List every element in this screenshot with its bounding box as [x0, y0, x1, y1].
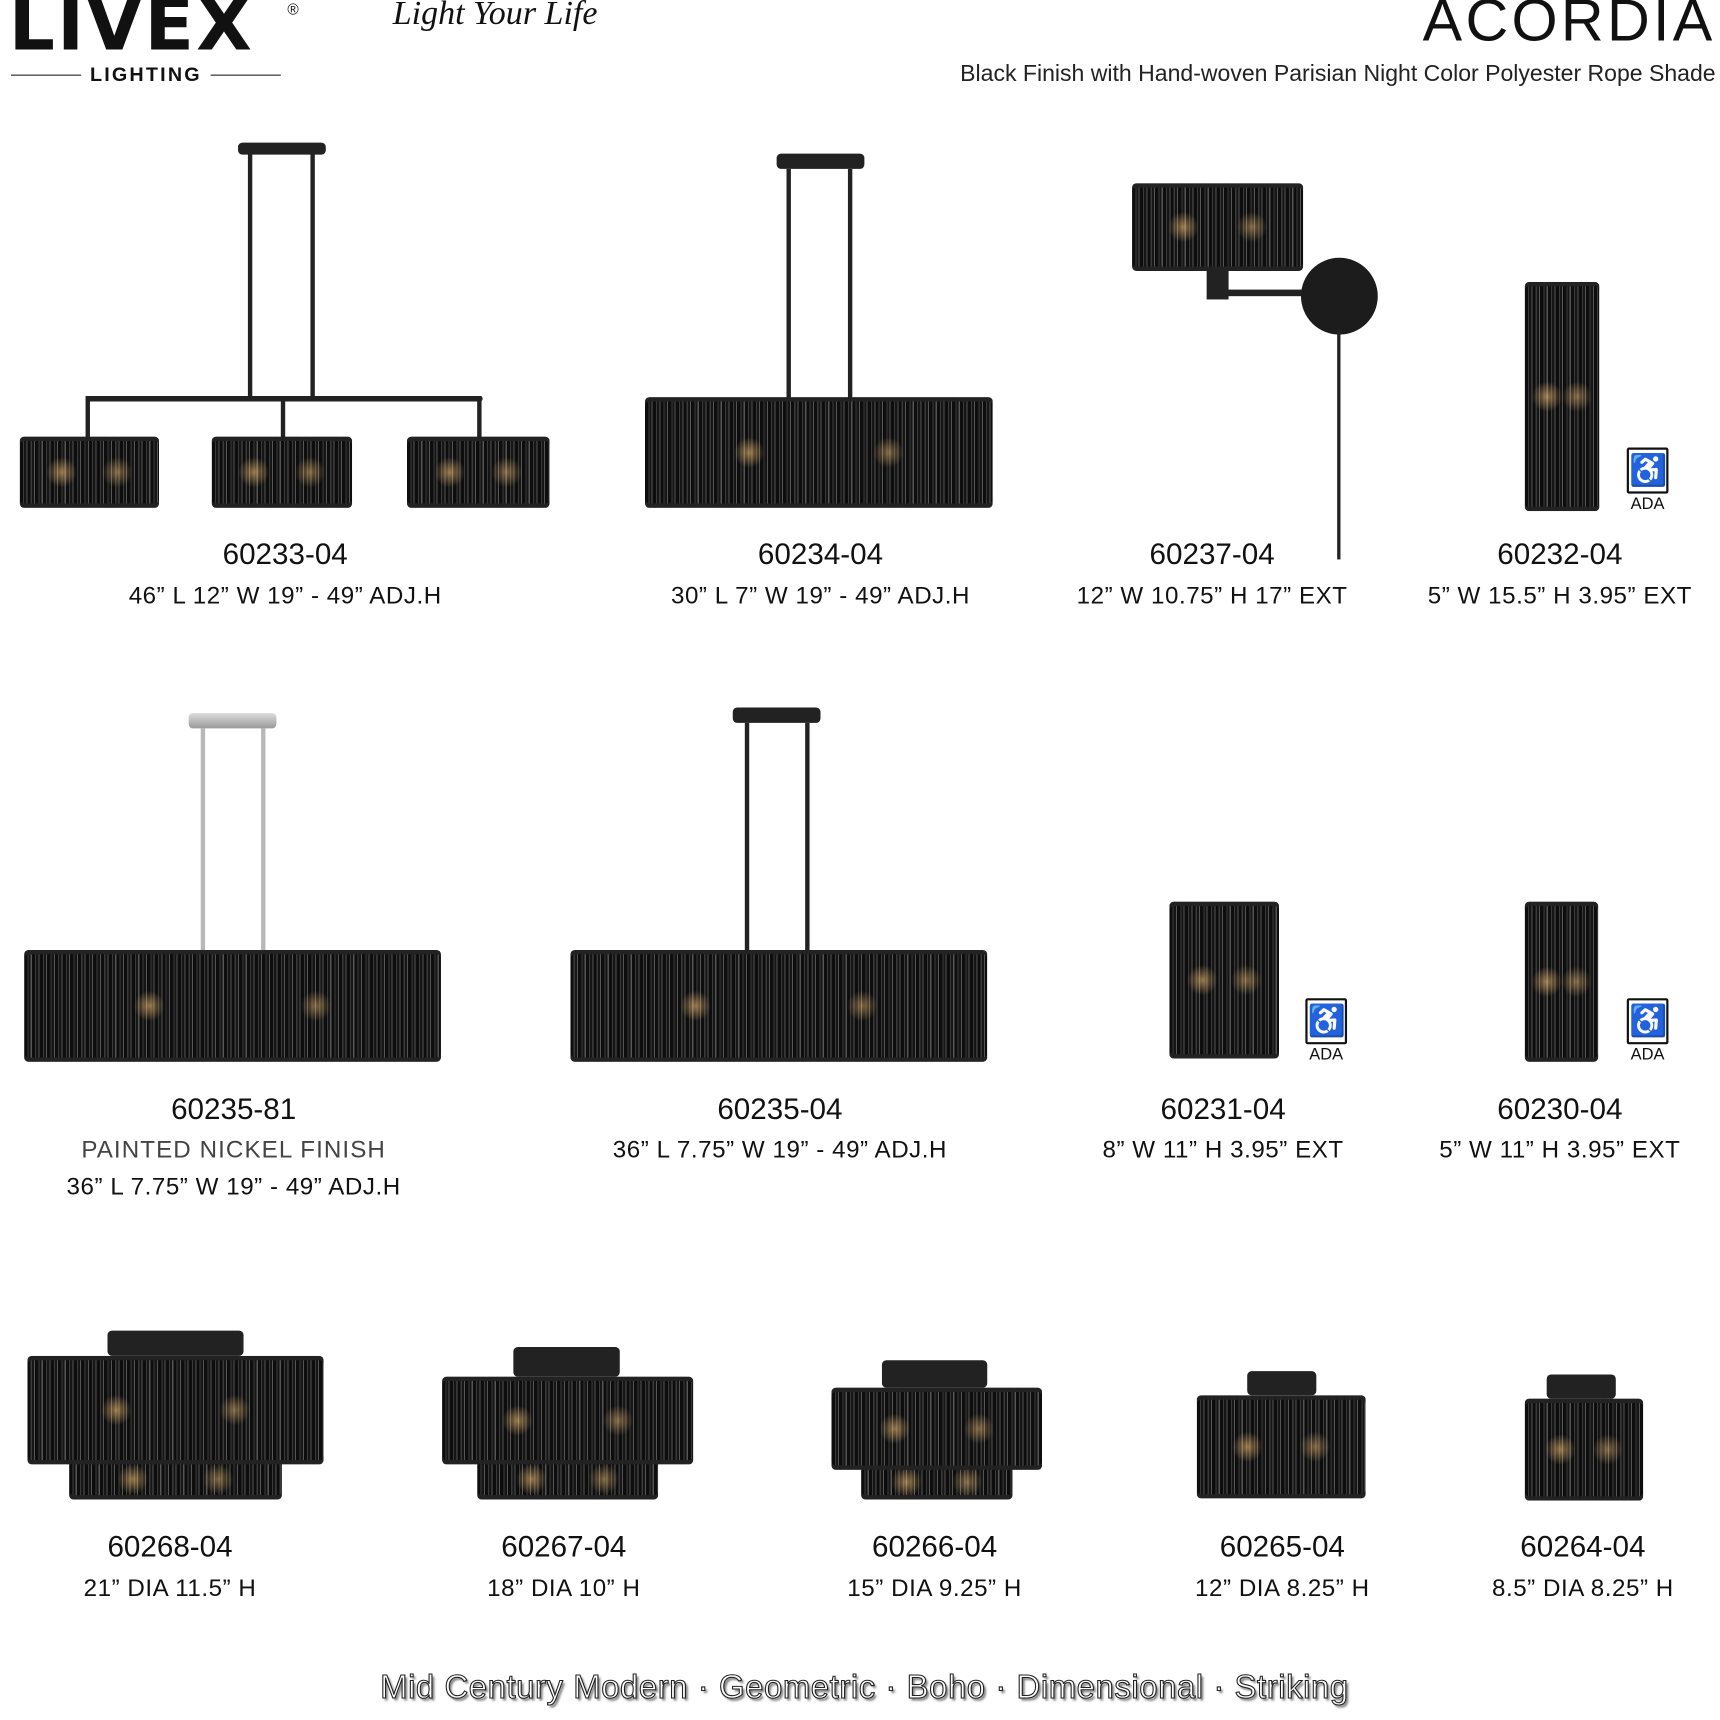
model-number: 60232-04: [1497, 537, 1623, 571]
dimensions: 8” W 11” H 3.95” EXT: [1102, 1135, 1344, 1163]
dimensions: 15” DIA 9.25” H: [847, 1574, 1022, 1602]
tagline: Light Your Life: [392, 0, 598, 32]
dimensions: 46” L 12” W 19” - 49” ADJ.H: [128, 581, 442, 609]
model-number: 60267-04: [501, 1530, 627, 1564]
model-number: 60234-04: [757, 537, 884, 571]
collection-description: Black Finish with Hand-woven Parisian Ni…: [960, 61, 1716, 87]
dimensions: 5” W 11” H 3.95” EXT: [1439, 1135, 1681, 1163]
dimensions: 18” DIA 10” H: [487, 1574, 641, 1602]
dimensions: 36” L 7.75” W 19” - 49” ADJ.H: [612, 1135, 948, 1163]
logo-sub-text: LIGHTING: [89, 63, 202, 86]
dimensions: 5” W 15.5” H 3.95” EXT: [1427, 581, 1692, 609]
model-number: 60235-04: [717, 1092, 843, 1126]
ada-badge: ♿ADA: [1626, 998, 1669, 1065]
logo-subtitle: LIGHTING: [10, 63, 281, 87]
dimensions: 30” L 7” W 19” - 49” ADJ.H: [670, 581, 971, 609]
model-number: 60230-04: [1497, 1092, 1623, 1126]
finish-note: PAINTED NICKEL FINISH: [81, 1135, 386, 1163]
wheelchair-icon: ♿: [1305, 998, 1348, 1045]
ada-label: ADA: [1630, 1045, 1665, 1065]
dimensions: 12” W 10.75” H 17” EXT: [1076, 581, 1348, 609]
model-number: 60264-04: [1520, 1530, 1646, 1564]
dimensions: 12” DIA 8.25” H: [1195, 1574, 1370, 1602]
dimensions: 8.5” DIA 8.25” H: [1491, 1574, 1674, 1602]
model-number: 60233-04: [222, 537, 348, 571]
wheelchair-icon: ♿: [1626, 447, 1669, 494]
dimensions: 36” L 7.75” W 19” - 49” ADJ.H: [66, 1172, 401, 1201]
dimensions: 21” DIA 11.5” H: [83, 1574, 257, 1602]
model-number: 60268-04: [107, 1530, 233, 1564]
model-number: 60235-81: [171, 1092, 297, 1126]
ada-label: ADA: [1630, 494, 1665, 514]
ada-badge: ♿ADA: [1305, 998, 1348, 1065]
registered-mark: ®: [287, 0, 299, 18]
model-number: 60266-04: [872, 1530, 998, 1564]
model-number: 60237-04: [1149, 537, 1275, 571]
ada-label: ADA: [1309, 1045, 1344, 1065]
model-number: 60265-04: [1219, 1530, 1345, 1564]
livex-logo: LIVEX: [8, 0, 255, 67]
collection-title: ACORDIA: [1422, 0, 1716, 54]
style-keywords: Mid Century Modern · Geometric · Boho · …: [380, 1669, 1349, 1706]
model-number: 60231-04: [1160, 1092, 1286, 1126]
ada-badge: ♿ADA: [1626, 447, 1669, 514]
wheelchair-icon: ♿: [1626, 998, 1669, 1045]
